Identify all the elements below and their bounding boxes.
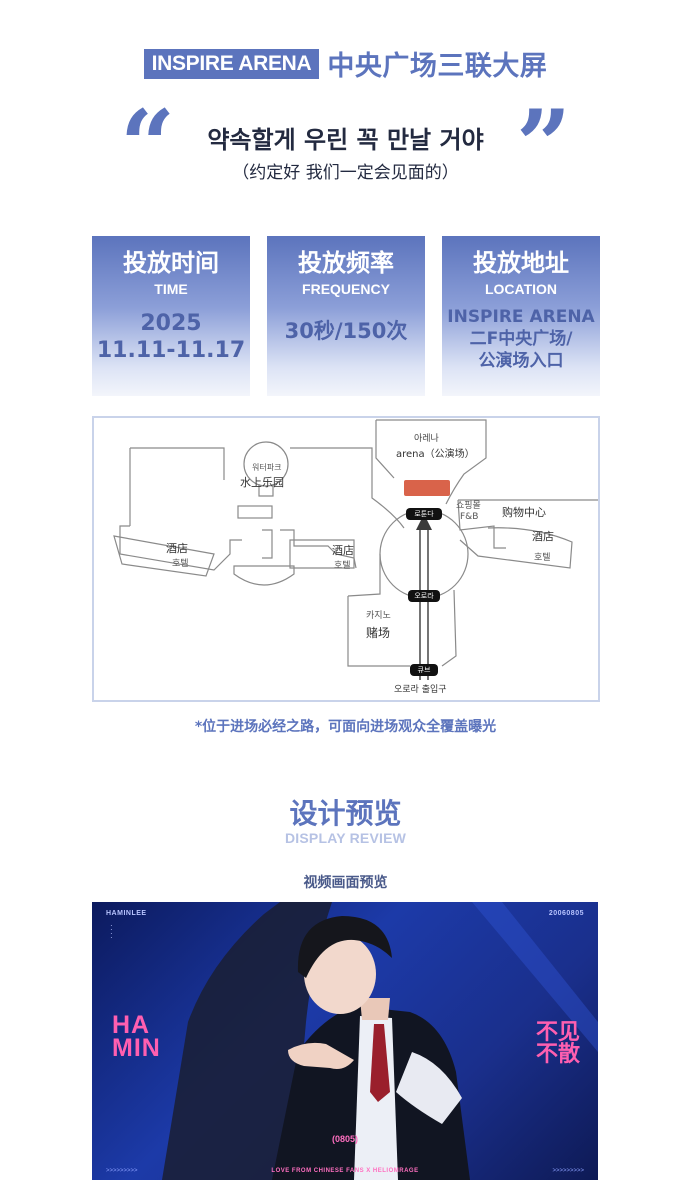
map-label-hotel-mid: 酒店	[332, 544, 354, 557]
station-rotunda-marker	[406, 508, 442, 520]
map-label-fnb: F&B	[460, 512, 479, 522]
figure-tie	[370, 1024, 390, 1102]
figure-face	[304, 934, 376, 1014]
station-cube-label: 큐브	[417, 666, 431, 674]
map-outline	[130, 447, 225, 480]
card-value: 30秒/150次	[267, 318, 425, 345]
station-aurora-label: 오로라	[414, 592, 434, 600]
close-quote-icon: ”	[516, 89, 572, 202]
preview-name-line: MIN	[112, 1034, 161, 1062]
hotel-outline	[459, 527, 573, 569]
waterpark-outline	[243, 441, 289, 487]
casino-outline	[347, 596, 410, 667]
preview-right-text: 不见 不散	[536, 1022, 580, 1066]
quote-chinese: （约定好 我们一定会见面的）	[232, 163, 459, 183]
figure-hand	[288, 1042, 354, 1069]
arrows-left-icon: >>>>>>>>>	[106, 1168, 138, 1174]
dots-icon: ····	[110, 921, 113, 942]
map-label-shopping: 购物中心	[502, 506, 546, 519]
hotel-outline	[113, 535, 215, 577]
map-label-hotel-left: 酒店	[166, 542, 188, 555]
map-label-hotel-left-ko: 호텔	[172, 559, 189, 569]
preview-tag-left: HAMINLEE	[106, 910, 147, 917]
card-heading: 投放时间	[123, 249, 219, 277]
arrows-right-icon: >>>>>>>>>	[552, 1168, 584, 1174]
screen-location-highlight	[404, 480, 450, 496]
preview-artwork	[162, 902, 598, 1180]
casino-outline	[441, 589, 457, 667]
preview-name-line: HA	[112, 1011, 151, 1039]
card-value-line: 11.11-11.17	[96, 338, 246, 363]
quote-korean: 약속할게 우린 꼭 만날 거야	[207, 126, 484, 154]
info-cards: 投放时间 TIME 2025 11.11-11.17 投放频率 FREQUENC…	[92, 236, 600, 396]
figure-neck	[360, 998, 390, 1020]
venue-map-drawing	[113, 419, 598, 680]
stage-light	[472, 902, 598, 1052]
open-quote-icon: “	[120, 89, 176, 202]
card-frequency: 投放频率 FREQUENCY 30秒/150次	[267, 236, 425, 396]
preview-tag-right: 20060805	[548, 910, 584, 917]
figure-hair	[297, 916, 392, 978]
card-time: 投放时间 TIME 2025 11.11-11.17	[92, 236, 250, 396]
card-subheading: TIME	[154, 281, 188, 297]
hotel-outline	[289, 539, 355, 569]
map-label-entrance: 오로라 출입구	[394, 685, 447, 695]
card-location: 投放地址 LOCATION INSPIRE ARENA 二F中央广场/ 公演场入…	[442, 236, 600, 396]
design-title: 设计预览	[289, 797, 402, 830]
map-label-hotel-mid-ko: 호텔	[334, 561, 351, 571]
design-subtitle: DISPLAY REVIEW	[284, 830, 407, 846]
quote-block: “ 약속할게 우린 꼭 만날 거야 （约定好 我们一定会见面的） ”	[0, 98, 691, 194]
map-label-arena-ko: 아레나	[414, 434, 439, 444]
casino-outline	[347, 554, 381, 597]
map-label-waterpark: 水上乐园	[240, 476, 284, 489]
card-value: 2025 11.11-11.17	[92, 310, 250, 364]
map-outline	[262, 529, 273, 559]
map-label-casino-ko: 카지노	[366, 611, 391, 621]
preview-name: HA MIN	[112, 1011, 161, 1062]
preview-center-code: (0805)	[331, 1134, 358, 1144]
venue-badge: INSPIRE ARENA	[143, 48, 320, 79]
card-value-line: 公演场入口	[478, 351, 564, 371]
map-label-arena: arena（公演场）	[396, 449, 475, 460]
map-label-waterpark-ko: 워터파크	[252, 463, 282, 472]
venue-map: 아레나 arena（公演场） 워터파크 水上乐园 酒店 호텔 酒店 호텔 쇼핑몰…	[92, 416, 600, 702]
card-value-line: 30秒/150次	[284, 319, 408, 343]
map-label-hotel-right-ko: 호텔	[534, 553, 551, 563]
figure-sleeve	[396, 1052, 462, 1124]
header: INSPIRE ARENA 中央广场三联大屏	[0, 44, 691, 83]
preview-footer: LOVE FROM CHINESE FANS X HELIOMRAGE	[271, 1168, 419, 1174]
map-outline	[233, 565, 295, 586]
card-heading: 投放频率	[298, 249, 394, 277]
card-subheading: LOCATION	[484, 281, 558, 297]
map-outline	[119, 525, 242, 571]
arena-outline	[375, 420, 395, 479]
station-cube-marker	[410, 664, 438, 676]
preview-right-line: 不见	[536, 1020, 581, 1045]
station-rotunda-label: 로툰다	[414, 510, 434, 518]
card-value: INSPIRE ARENA 二F中央广场/ 公演场入口	[442, 306, 600, 372]
preview-label: 视频画面预览	[303, 875, 388, 891]
card-heading: 投放地址	[473, 249, 569, 277]
card-value-line: 二F中央广场/	[469, 329, 573, 349]
map-outline	[290, 447, 405, 529]
map-label-hotel-right: 酒店	[532, 530, 554, 543]
map-note: *位于进场必经之路，可面向进场观众全覆盖曝光	[194, 719, 497, 735]
map-label-casino: 赌场	[366, 626, 391, 640]
map-outline	[457, 499, 506, 549]
station-aurora-marker	[408, 590, 440, 602]
card-value-line: 2025	[140, 311, 202, 336]
map-outline	[258, 484, 274, 497]
video-preview: HAMINLEE 20060805 ···· HA MIN 不见 不散 (080…	[92, 902, 598, 1180]
arena-outline	[376, 419, 487, 505]
card-value-line: INSPIRE ARENA	[447, 307, 595, 327]
preview-right-line: 不散	[536, 1042, 581, 1067]
map-outline	[237, 505, 273, 519]
map-label-shopping-ko: 쇼핑몰	[456, 501, 481, 511]
card-subheading: FREQUENCY	[302, 281, 390, 297]
walkway-arrow-icon	[416, 514, 432, 530]
header-title: 中央广场三联大屏	[327, 51, 548, 82]
